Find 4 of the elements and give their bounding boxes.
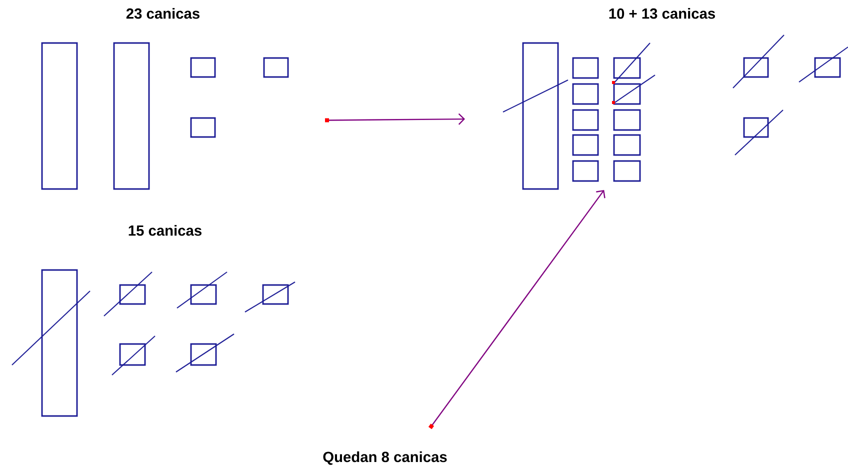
caption-text: Quedan 8 canicas: [323, 451, 447, 465]
group-heading: 15 canicas: [128, 225, 202, 236]
group-heading: 10 + 13 canicas: [609, 8, 715, 19]
group-heading: 23 canicas: [126, 8, 200, 19]
